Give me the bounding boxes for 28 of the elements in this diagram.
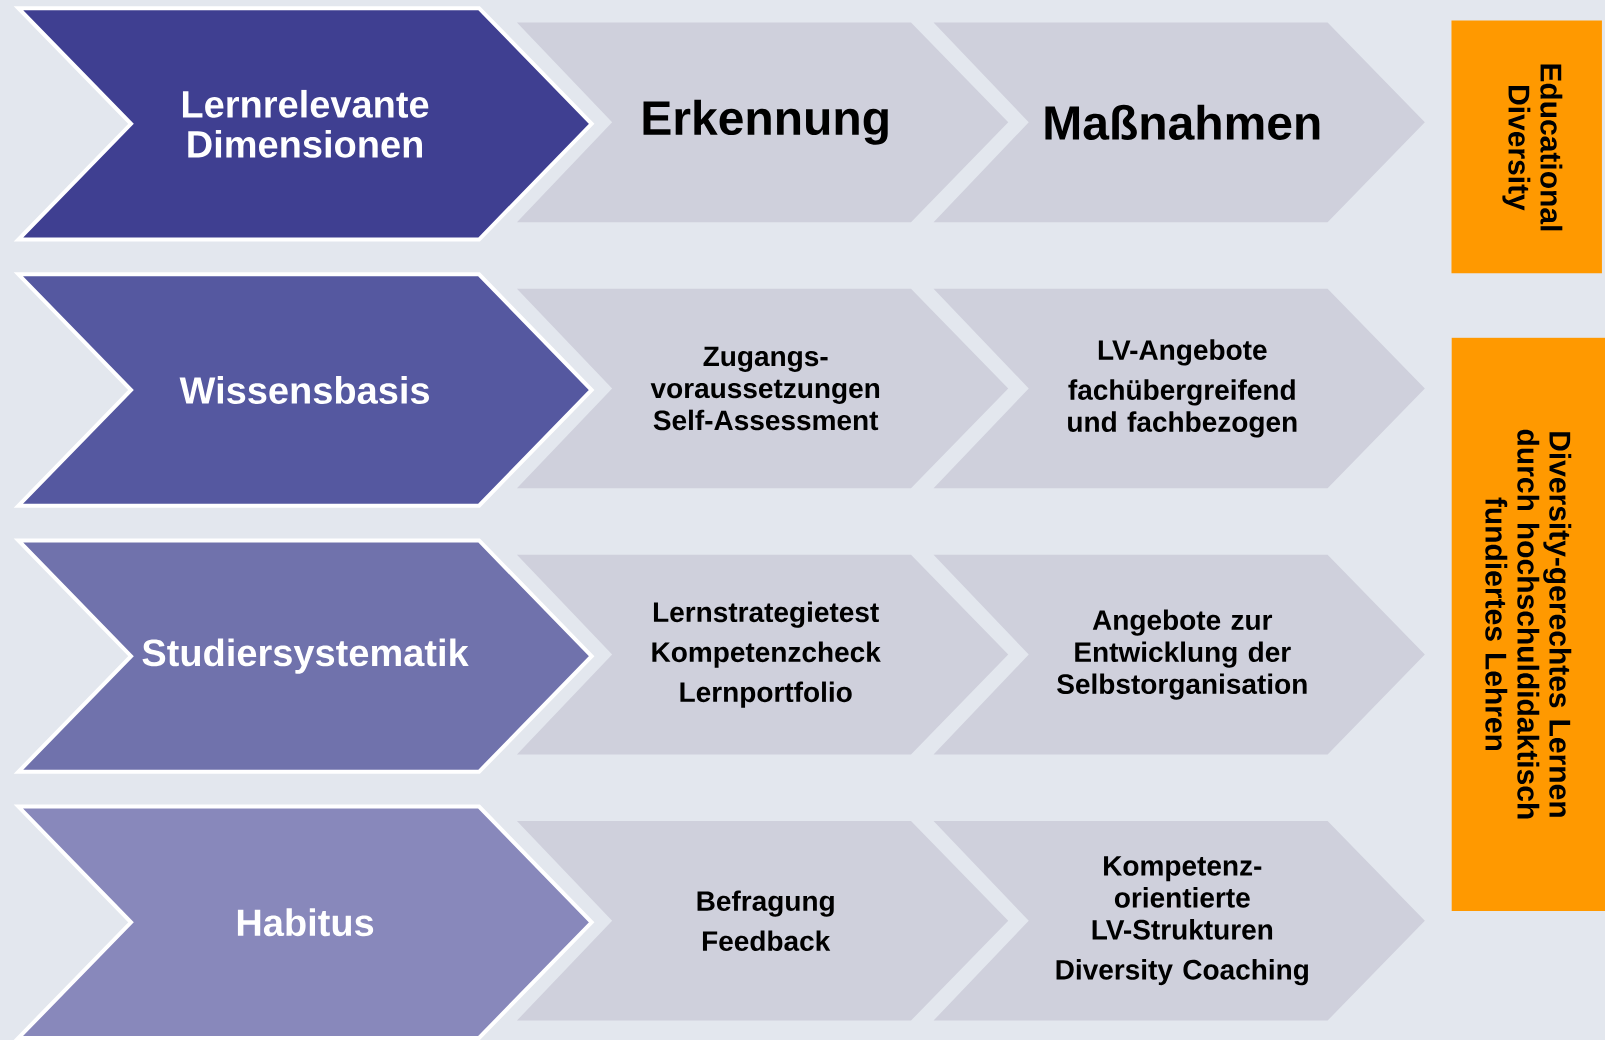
process-step-box: Studiersystematik xyxy=(13,538,595,774)
process-step-box: Habitus xyxy=(13,804,595,1040)
process-step-box: Lernstrategietest Kompetenzcheck Lernportfolio xyxy=(516,554,1009,755)
node-label: fachübergreifend und fachbezogen xyxy=(1068,379,1297,438)
node-label: Befragung xyxy=(697,890,834,917)
node-label: Erkennung xyxy=(643,99,888,145)
process-step-box: Erkennung xyxy=(516,22,1009,223)
side-bar: Educational Diversity xyxy=(1451,20,1602,274)
node-label: Feedback xyxy=(702,930,831,952)
node-label: Lernstrategietest xyxy=(653,601,879,628)
process-step-box: Befragung Feedback xyxy=(516,820,1009,1021)
side-bar: Diversity-gerechtes Lernen durch hochschuldidaktisch fundiertes Lehren xyxy=(1451,337,1605,911)
node-label: Kompetenz-orientierte LV-Strukturen xyxy=(1092,856,1273,940)
node-label: Zugangs-voraussetzungen xyxy=(650,346,880,404)
node-label: Kompetenzcheck xyxy=(652,641,881,668)
node-label: Angebote zur Entwicklung der Selbstorganisation xyxy=(1057,609,1307,700)
node-label: Diversity Coaching xyxy=(1056,959,1308,986)
node-label: LV-Angebote xyxy=(1098,339,1267,366)
process-step-box: Lernrelevante Dimensionen xyxy=(13,6,595,242)
process-step-box: Maßnahmen xyxy=(933,22,1425,223)
process-step-box: Wissensbasis xyxy=(13,272,595,508)
process-step-box: Kompetenz-orientierte LV-Strukturen Diversity Coaching xyxy=(933,820,1425,1021)
node-label: Self-Assessment xyxy=(653,409,879,431)
process-step-box: Angebote zur Entwicklung der Selbstorganisation xyxy=(933,554,1425,755)
node-label: Lernportfolio xyxy=(680,681,852,708)
node-label: Maßnahmen xyxy=(1045,104,1320,140)
process-step-box: LV-Angebote fachübergreifend und fachbezogen xyxy=(933,288,1425,489)
process-step-box: Zugangs-voraussetzungen Self-Assessment xyxy=(516,288,1009,489)
